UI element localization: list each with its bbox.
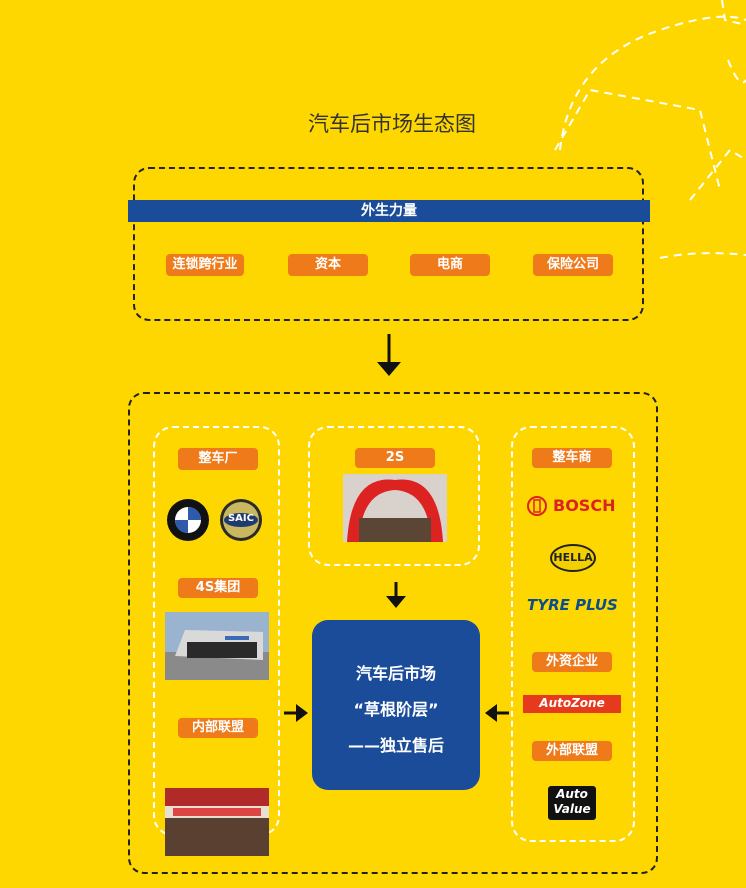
2s-label: 2S — [355, 448, 435, 468]
hella-logo-text: HELLA — [553, 551, 593, 564]
independent-aftermarket-box: 汽车后市场 “草根阶层” ——独立售后 — [312, 620, 480, 790]
hella-logo: HELLA — [550, 544, 596, 572]
bosch-logo-text: BOSCH — [553, 496, 616, 515]
external-alliance-label: 外部联盟 — [532, 741, 612, 761]
dealership-photo — [165, 612, 269, 680]
saic-logo: SAIC — [218, 498, 264, 542]
arrow-left-icon — [485, 704, 509, 722]
external-forces-header: 外生力量 — [128, 200, 650, 222]
arrow-down-center-icon — [386, 582, 406, 608]
internal-alliance-label: 内部联盟 — [178, 718, 258, 738]
arrow-down-icon — [377, 334, 401, 376]
ecosystem-box — [128, 392, 658, 874]
autovalue-logo-line2: Value — [553, 802, 591, 816]
external-forces-box — [133, 167, 644, 321]
4s-group-label: 4S集团 — [178, 578, 258, 598]
external-item-insurance: 保险公司 — [533, 254, 613, 276]
external-item-capital: 资本 — [288, 254, 368, 276]
oem-label: 整车厂 — [178, 448, 258, 470]
autovalue-logo-line1: Auto — [556, 787, 588, 801]
autozone-logo: AutoZone — [523, 695, 621, 713]
autozone-logo-text: AutoZone — [539, 696, 605, 710]
arrow-right-icon — [284, 704, 308, 722]
center-line-1: 汽车后市场 — [355, 664, 436, 683]
bmw-logo-icon — [167, 499, 209, 541]
saic-logo-text: SAIC — [227, 513, 254, 524]
diagram-title: 汽车后市场生态图 — [308, 112, 476, 136]
dealer-label: 整车商 — [532, 448, 612, 468]
bosch-logo-icon — [527, 496, 547, 516]
external-item-chain: 连锁跨行业 — [166, 254, 244, 276]
center-line-2: “草根阶层” — [353, 700, 439, 719]
right-column — [511, 426, 635, 842]
external-item-ecommerce: 电商 — [410, 254, 490, 276]
2s-store-photo — [343, 474, 447, 542]
center-line-3: ——独立售后 — [347, 736, 444, 755]
tyreplus-logo-text: TYRE PLUS — [527, 596, 618, 614]
foreign-enterprise-label: 外资企业 — [532, 652, 612, 672]
alliance-crowd-photo — [165, 788, 269, 856]
2s-box — [308, 426, 480, 566]
autovalue-logo: Auto Value — [548, 786, 596, 820]
